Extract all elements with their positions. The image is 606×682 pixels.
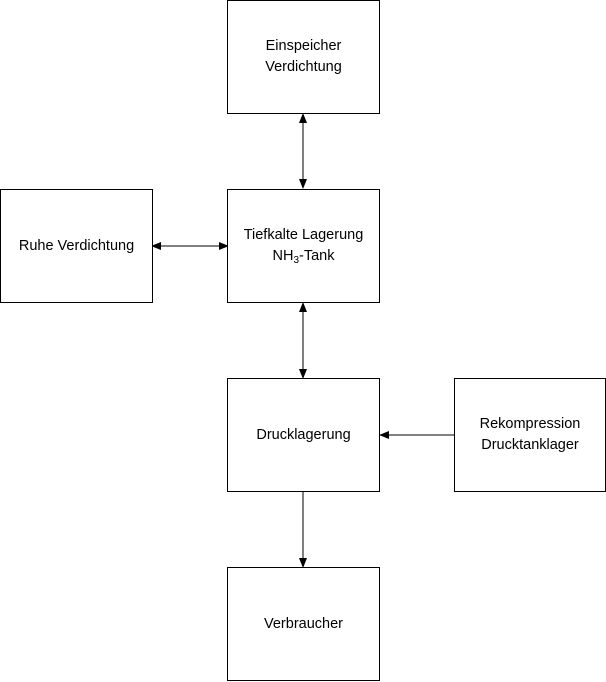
node-verbraucher: Verbraucher (227, 567, 380, 681)
node-verbraucher-label: Verbraucher (264, 615, 343, 632)
node-einspeicher-label-line1: Einspeicher (265, 38, 342, 54)
node-tiefkalte-lagerung: Tiefkalte Lagerung NH3-Tank (227, 189, 380, 303)
node-rekompression-label-line2: Drucktanklager (481, 437, 579, 453)
node-ruhe-label: Ruhe Verdichtung (18, 237, 135, 254)
node-tiefkalt-label-line1: Tiefkalte Lagerung (243, 227, 364, 243)
node-einspeicher-verdichtung: Einspeicher Verdichtung (227, 0, 380, 114)
node-rekompression-label-line1: Rekompression (479, 416, 581, 432)
node-tiefkalt-formula-suffix: -Tank (299, 248, 335, 264)
node-ruhe-verdichtung: Ruhe Verdichtung (0, 189, 153, 303)
node-tiefkalt-label-line2: NH3-Tank (244, 246, 364, 267)
node-drucklagerung: Drucklagerung (227, 378, 380, 492)
node-drucklagerung-label: Drucklagerung (256, 426, 351, 443)
node-einspeicher-label-line2: Verdichtung (265, 59, 342, 75)
node-tiefkalt-formula-subscript: 3 (293, 255, 300, 266)
node-tiefkalt-formula-base: NH (272, 248, 294, 264)
node-rekompression-drucktanklager: Rekompression Drucktanklager (454, 378, 606, 492)
